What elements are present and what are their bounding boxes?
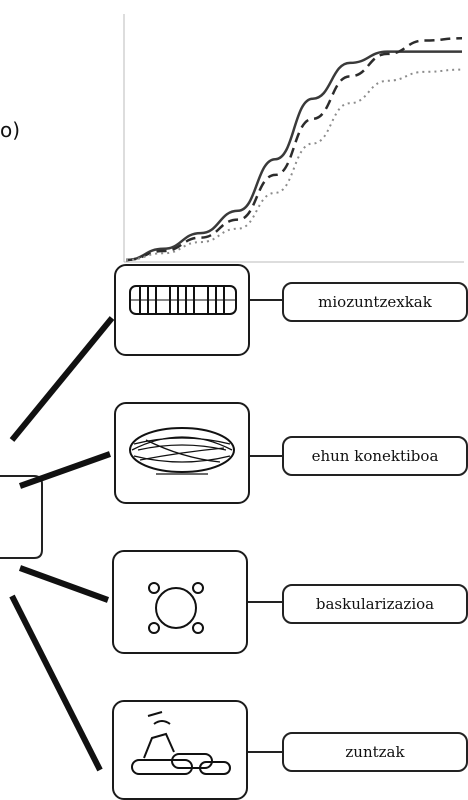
icon-box-connective-tissue [114,402,250,504]
series-layer [126,38,462,260]
cut-off-text: o) [0,118,20,142]
label-baskularizazioa: baskularizazioa [282,584,468,624]
branch-line-1 [12,318,112,440]
label-miozuntzexkak: miozuntzexkak [282,282,468,322]
label-baskularizazioa-text: baskularizazioa [316,595,434,613]
myofibril-icon [116,266,248,354]
label-miozuntzexkak-text: miozuntzexkak [318,293,432,311]
series-line-dotted [126,70,462,260]
series-line-solid [126,52,462,260]
branch-line-3 [20,568,108,600]
label-zuntzak: zuntzak [282,732,468,772]
fibers-icon [114,702,246,787]
icon-box-fibers [112,700,248,800]
label-ehun-konektiboa-text: ehun konektiboa [312,447,439,465]
branch-line-4 [12,596,100,770]
icon-box-vascularization [112,550,248,654]
icon-box-myofibrils [114,264,250,356]
chart-svg [118,6,468,268]
vascularization-icon [114,552,246,652]
sigmoid-chart [118,6,468,268]
label-zuntzak-text: zuntzak [345,743,404,761]
series-line-dashed [126,38,462,260]
connective-tissue-icon [116,404,248,502]
muscle-components-diagram: miozuntzexkak ehun konektiboa baskulariz… [0,270,468,785]
label-ehun-konektiboa: ehun konektiboa [282,436,468,476]
branch-line-2 [20,454,110,486]
